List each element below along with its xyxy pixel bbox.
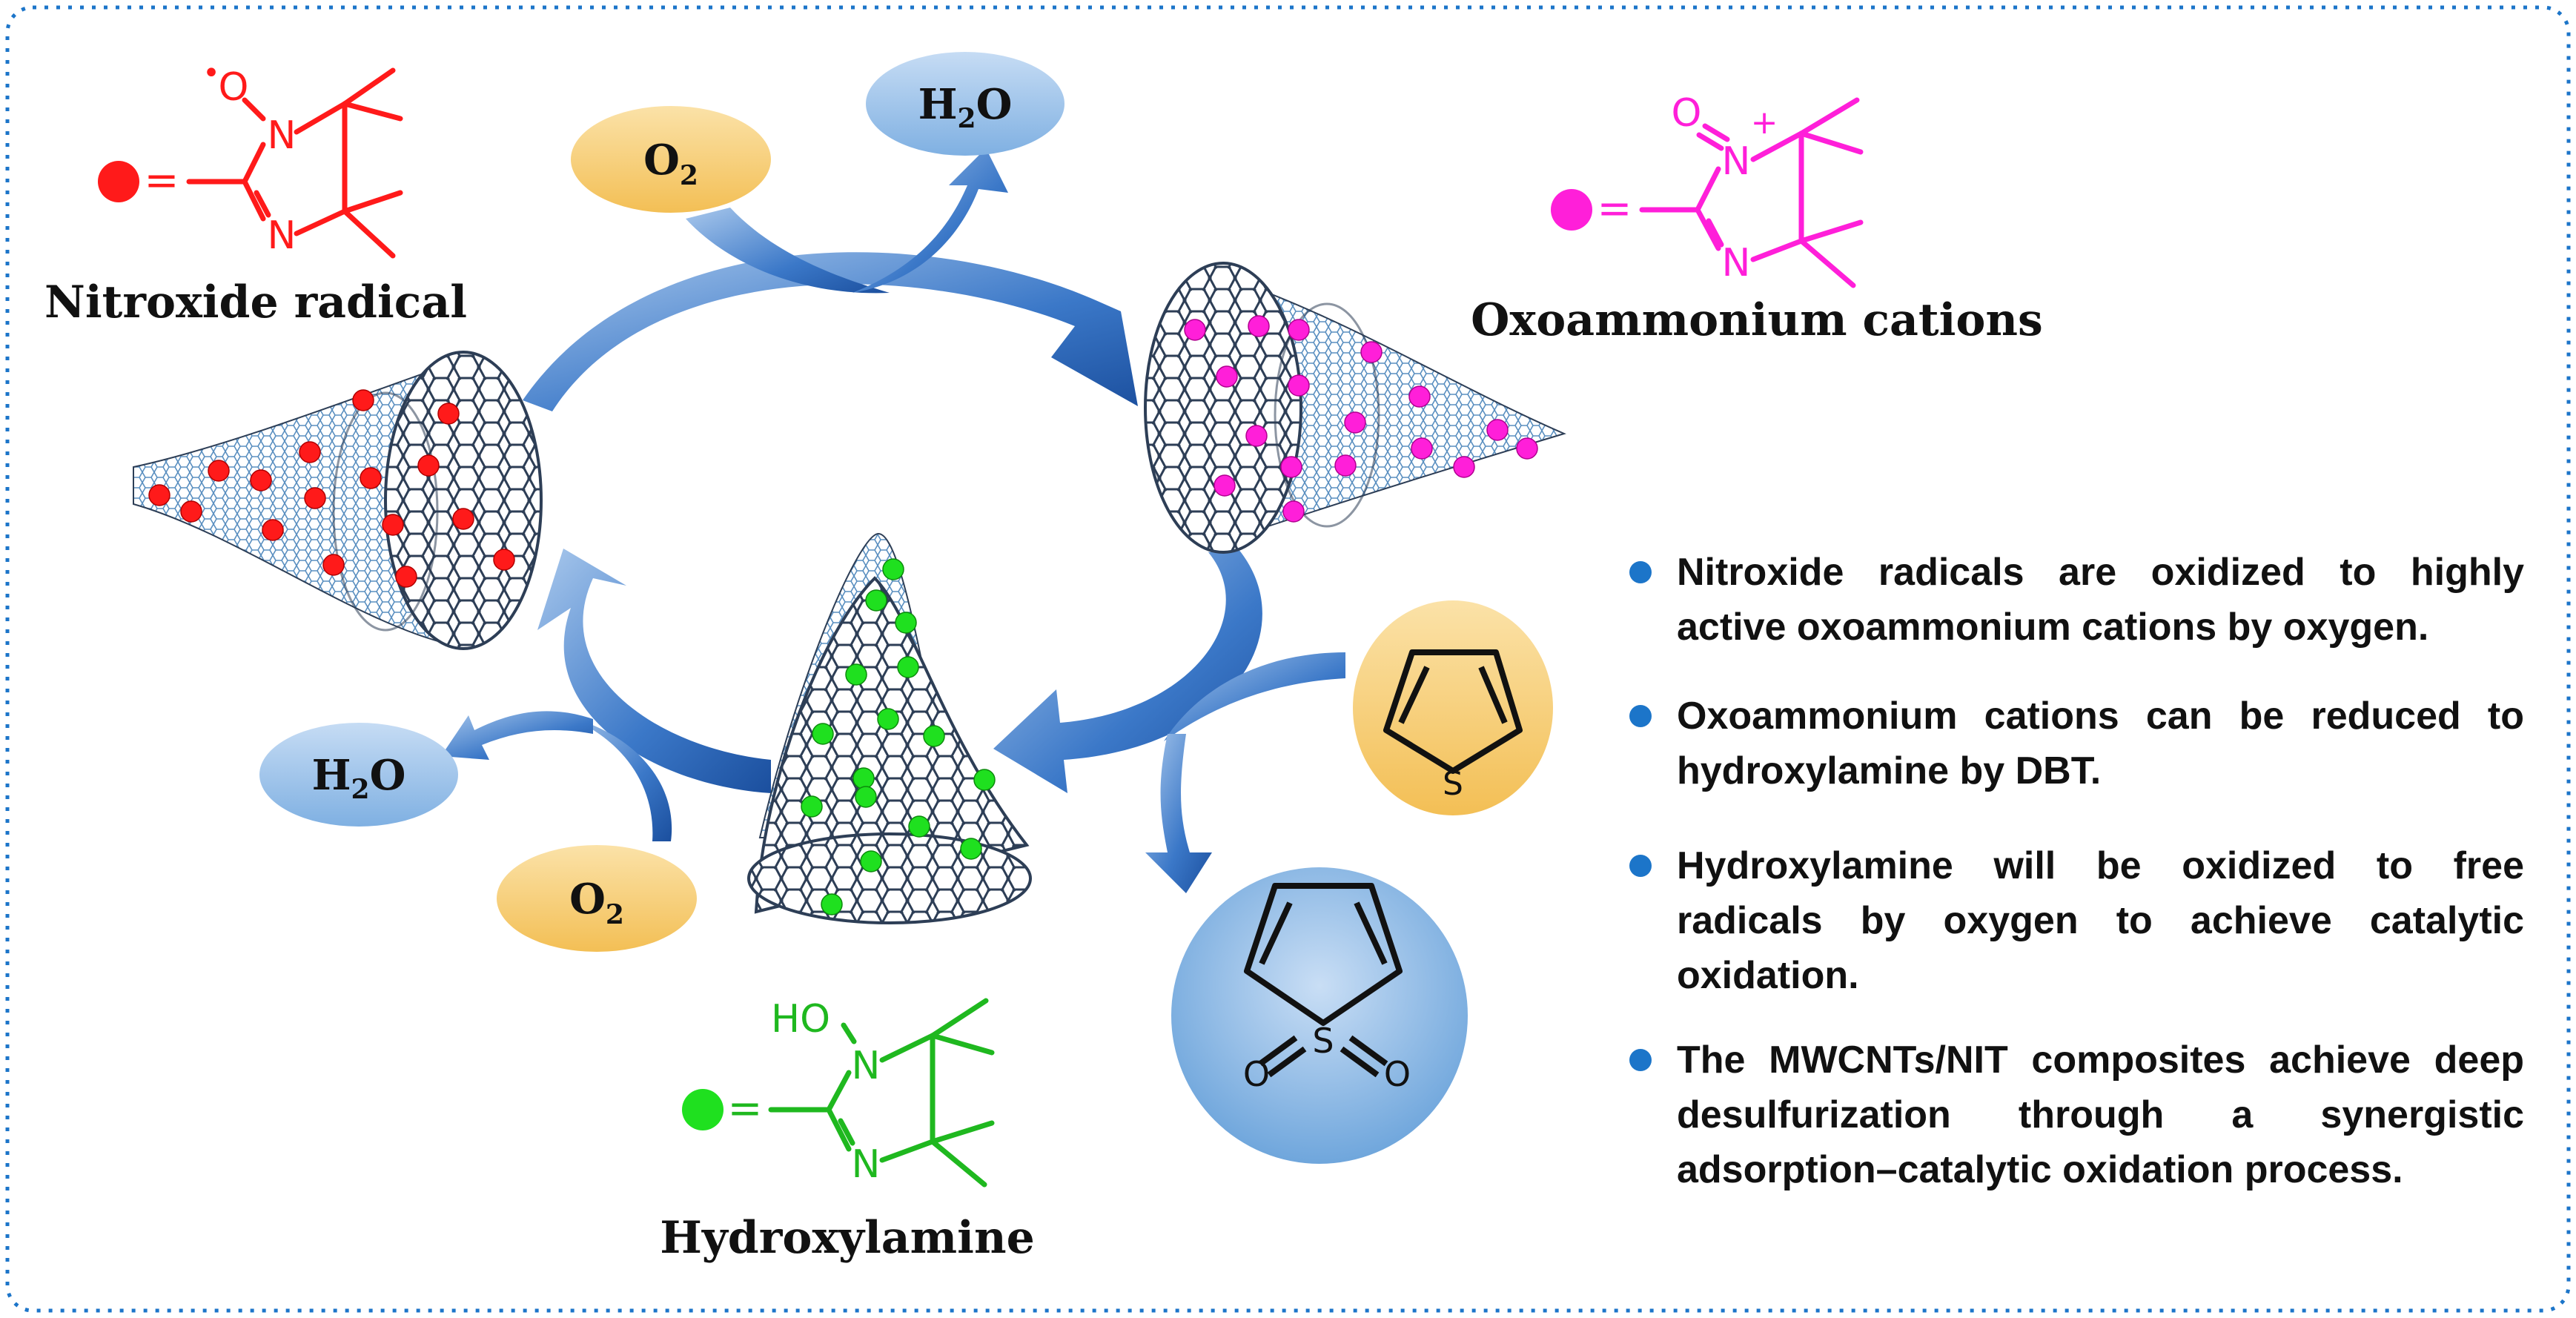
bullet-text: Hydroxylamine will be oxidized to free r…	[1677, 844, 2524, 997]
arrow-h2o-out-top	[852, 148, 1008, 293]
dbto2-sulfur-atom: S	[1312, 1021, 1334, 1061]
arrow-o2-in-bottom	[563, 715, 672, 841]
svg-text:O2: O2	[643, 136, 698, 191]
label-hydroxylamine: Hydroxylamine	[660, 1212, 1035, 1264]
arrow-o2-in-top	[686, 208, 890, 294]
bullet-dot-icon	[1629, 1049, 1652, 1071]
svg-text:N: N	[268, 113, 297, 158]
bullet-dot-icon	[1629, 855, 1652, 877]
cnt-hydroxylamine	[747, 532, 1032, 924]
arrow-h2o-out-bottom	[441, 711, 593, 760]
hydroxylamine-dots	[801, 558, 996, 915]
svg-text:N: N	[852, 1044, 881, 1088]
svg-text:N: N	[852, 1142, 881, 1187]
arrow-dbto2-out	[1145, 734, 1212, 893]
structure-nitroxide: = N N O •	[98, 56, 403, 259]
svg-text:N: N	[268, 213, 297, 258]
arrow-oxoammonium-to-hydroxylamine	[993, 549, 1262, 793]
svg-text:O2: O2	[569, 875, 624, 930]
bullet-dot-icon	[1629, 705, 1652, 727]
bubble-h2o-bottom: H2O	[259, 723, 458, 827]
cnt-oxoammonium	[1144, 262, 1566, 554]
svg-text:H2O: H2O	[312, 751, 406, 805]
oxoammonium-dots	[1184, 315, 1538, 523]
arrow-dbt-in	[1164, 652, 1345, 741]
svg-text:=: =	[1597, 185, 1632, 233]
bubble-h2o-top: H2O	[866, 52, 1064, 156]
svg-text:•: •	[202, 56, 220, 90]
bullet-text: Nitroxide radicals are oxidized to highl…	[1677, 551, 2524, 649]
bullet-item: The MWCNTs/NIT composites achieve deep d…	[1623, 1033, 2524, 1197]
bubble-o2-bottom: O2	[497, 845, 697, 952]
cnt-nitroxide	[133, 351, 543, 650]
arrow-nitroxide-to-oxoammonium	[523, 252, 1138, 411]
label-oxoammonium: Oxoammonium cations	[1471, 294, 2043, 346]
structure-hydroxylamine: = N N HO	[682, 997, 995, 1188]
bullet-item: Nitroxide radicals are oxidized to highl…	[1623, 545, 2524, 655]
bubble-dbto2: S O O	[1171, 867, 1468, 1164]
svg-text:N: N	[1722, 139, 1751, 184]
cycle-arrows	[441, 148, 1345, 893]
arrow-hydroxylamine-to-nitroxide	[537, 549, 771, 793]
svg-text:O: O	[1672, 91, 1702, 136]
label-nitroxide: Nitroxide radical	[44, 276, 467, 328]
svg-text:O: O	[219, 65, 249, 110]
svg-text:+: +	[1751, 104, 1778, 142]
dbto2-oxygen-left: O	[1243, 1054, 1270, 1094]
bubble-o2-top: O2	[571, 106, 771, 213]
nitroxide-dots	[148, 389, 515, 588]
bullet-item: Oxoammonium cations can be reduced to hy…	[1623, 689, 2524, 798]
bullet-item: Hydroxylamine will be oxidized to free r…	[1623, 838, 2524, 1003]
bullet-list: Nitroxide radicals are oxidized to highl…	[1623, 545, 2524, 1197]
bullet-text: Oxoammonium cations can be reduced to hy…	[1677, 695, 2524, 792]
svg-text:H2O: H2O	[918, 80, 1013, 134]
bubble-dbt: S	[1353, 600, 1553, 815]
bullet-dot-icon	[1629, 561, 1652, 583]
structure-oxoammonium: = N N O +	[1551, 91, 1864, 288]
svg-text:=: =	[728, 1084, 763, 1133]
dbt-sulfur-atom: S	[1443, 765, 1463, 803]
svg-text:HO: HO	[771, 997, 830, 1042]
bullet-text: The MWCNTs/NIT composites achieve deep d…	[1677, 1039, 2524, 1191]
dbto2-oxygen-right: O	[1384, 1054, 1411, 1094]
svg-text:N: N	[1722, 241, 1751, 285]
svg-text:=: =	[145, 156, 179, 205]
